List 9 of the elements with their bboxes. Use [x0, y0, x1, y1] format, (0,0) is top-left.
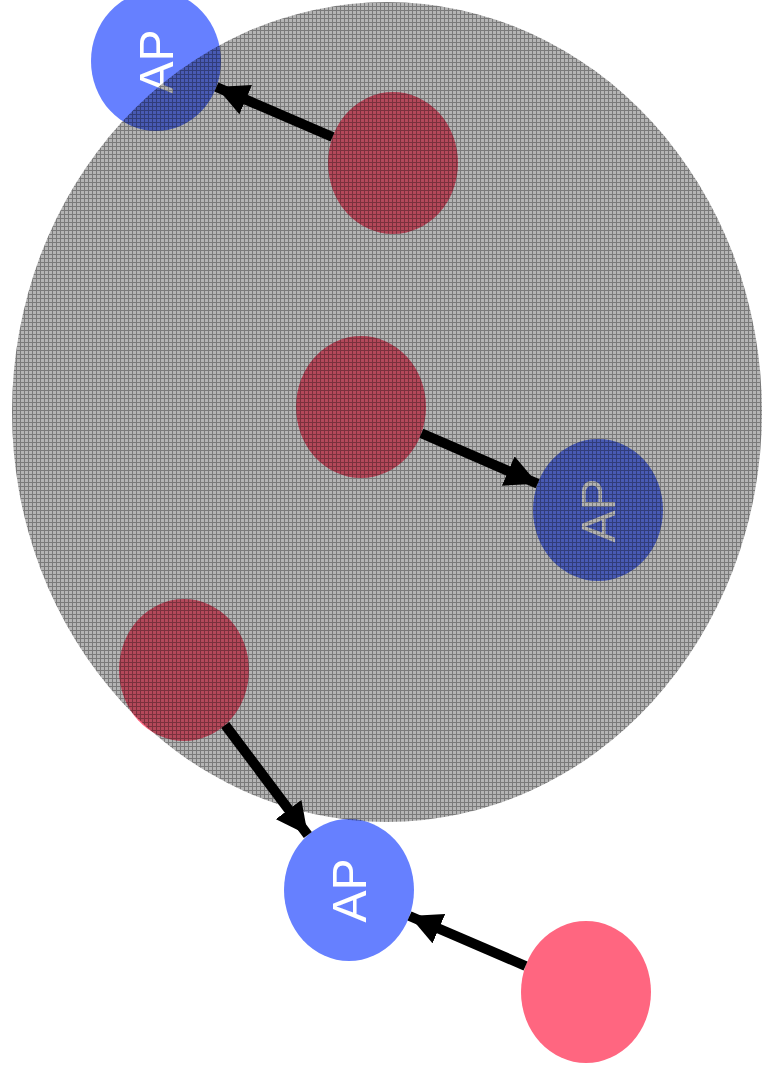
ap-label: AP [321, 858, 377, 922]
arrow [214, 82, 335, 142]
access-point-circle [91, 0, 221, 131]
arrow [419, 428, 540, 489]
arrow [407, 911, 528, 971]
arrow [221, 721, 312, 839]
hatched-circle-region [12, 2, 762, 822]
ap-label: AP [570, 478, 626, 542]
ap-label: AP [128, 29, 184, 93]
